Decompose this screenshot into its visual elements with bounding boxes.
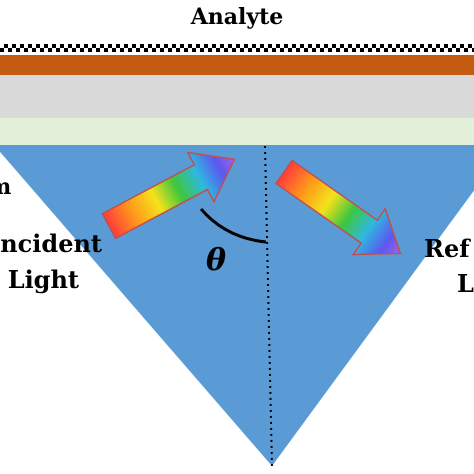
incident-beam-arrow bbox=[101, 151, 236, 240]
dielectric-layer bbox=[0, 118, 474, 145]
reflected-light-label-line1: Ref bbox=[424, 234, 470, 263]
angle-arc bbox=[199, 208, 267, 244]
reflected-beam-arrow bbox=[274, 159, 402, 256]
incident-light-label-line2: Light bbox=[7, 265, 79, 294]
gold-layer bbox=[0, 55, 474, 75]
analyte-boundary bbox=[0, 44, 474, 52]
prism-label-fragment: m bbox=[0, 176, 11, 198]
incident-light-label-line1: ncident bbox=[0, 229, 102, 258]
analyte-label: Analyte bbox=[190, 4, 284, 30]
reflected-light-label-line2: L bbox=[457, 269, 474, 298]
gray-layer bbox=[0, 75, 474, 118]
angle-theta-label: θ bbox=[206, 243, 227, 278]
